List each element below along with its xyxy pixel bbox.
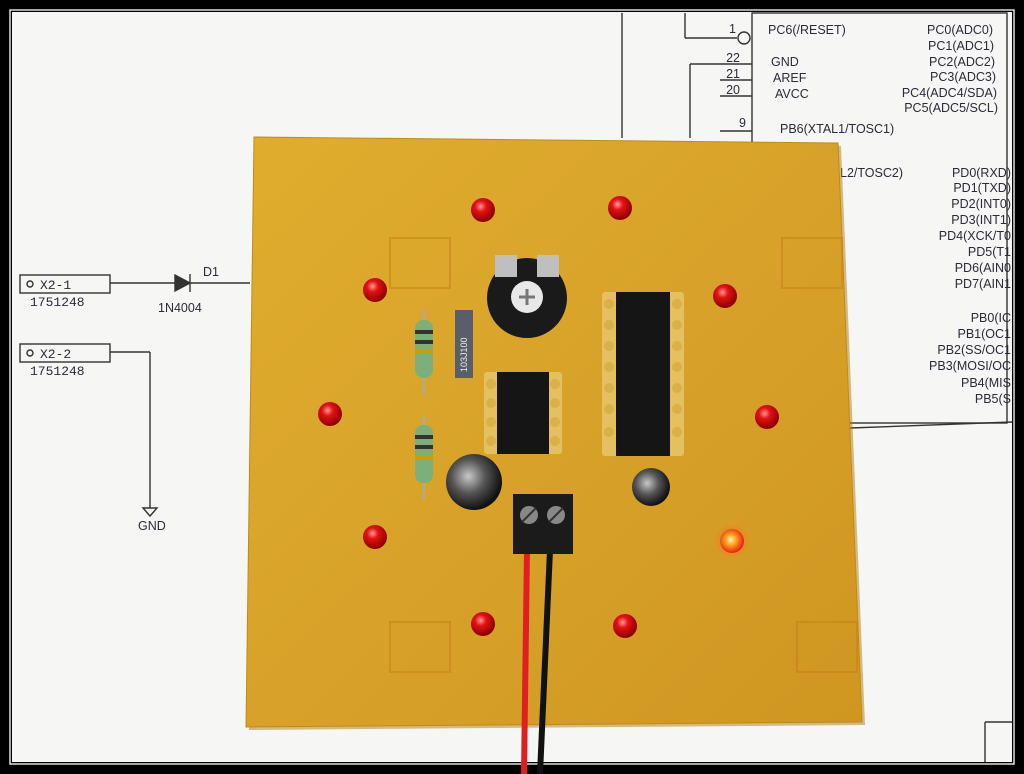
pin-label: AVCC [775, 87, 809, 101]
pin-label: PB5(S [975, 392, 1011, 406]
pin-label: PD6(AIN0 [955, 261, 1011, 275]
diode-ref: D1 [203, 265, 219, 279]
pin-number: 22 [726, 51, 740, 65]
pin-label: PD3(INT1) [951, 213, 1011, 227]
pin-number: 21 [726, 67, 740, 81]
pin-label: PD0(RXD) [952, 166, 1011, 180]
led [755, 405, 779, 429]
pin-label: PB0(IC [971, 311, 1011, 325]
pin-label: PC4(ADC4/SDA) [902, 86, 997, 100]
led [363, 525, 387, 549]
pin-label: PD7(AIN1 [955, 277, 1011, 291]
pin-label: PC2(ADC2) [929, 55, 995, 69]
pin-label: PC0(ADC0) [927, 23, 993, 37]
led [363, 278, 387, 302]
resistor-network-label: 103J100 [459, 337, 469, 372]
electrolytic-capacitor [446, 454, 502, 510]
led [608, 196, 632, 220]
led [471, 612, 495, 636]
pin-label: PD2(INT0) [951, 197, 1011, 211]
pin-label: PD4(XCK/T0 [939, 229, 1011, 243]
led [471, 198, 495, 222]
schematic-text: X2-1 1751248 X2-2 1751248 D1 1N4004 GND … [30, 22, 1011, 533]
pin-label: GND [771, 55, 799, 69]
pin-label: PC1(ADC1) [928, 39, 994, 53]
terminal-block [513, 494, 573, 554]
pin-number: 9 [739, 116, 746, 130]
resistor [415, 415, 433, 500]
pin-label: PB4(MIS [961, 376, 1011, 390]
led-lit [720, 529, 744, 553]
black-wire [537, 549, 553, 774]
pin-label: AREF [773, 71, 807, 85]
electrolytic-capacitor [632, 468, 670, 506]
board-logos [389, 237, 858, 673]
pin-label: PC5(ADC5/SCL) [904, 101, 998, 115]
connector-part: 1751248 [30, 295, 85, 310]
connector-label: X2-2 [40, 347, 71, 362]
pin-label: PC3(ADC3) [930, 70, 996, 84]
microcontroller-dip14 [602, 292, 684, 456]
red-wire [521, 549, 530, 774]
pin-label: PB3(MOSI/OC [929, 359, 1011, 373]
pin-number: 1 [729, 22, 736, 36]
diode-part: 1N4004 [158, 301, 202, 315]
pin-label: PB2(SS/OC1 [937, 343, 1011, 357]
pin-number: 20 [726, 83, 740, 97]
ic-dip8 [484, 372, 562, 454]
pin-label: PD1(TXD) [953, 181, 1011, 195]
pin-label: PB6(XTAL1/TOSC1) [780, 122, 894, 136]
connector-label: X2-1 [40, 278, 71, 293]
potentiometer [487, 255, 567, 338]
pin-label: L2/TOSC2) [840, 166, 903, 180]
ground-label: GND [138, 519, 166, 533]
led-ring [318, 196, 779, 638]
resistor-network: 103J100 [455, 310, 473, 378]
pin-label: PB1(OC1 [958, 327, 1012, 341]
resistor [415, 310, 433, 395]
led [318, 402, 342, 426]
led [613, 614, 637, 638]
connector-part: 1751248 [30, 364, 85, 379]
pin-label: PC6(/RESET) [768, 23, 846, 37]
schematic-lines [19, 12, 1013, 762]
pin-label: PD5(T1 [968, 245, 1011, 259]
led [713, 284, 737, 308]
